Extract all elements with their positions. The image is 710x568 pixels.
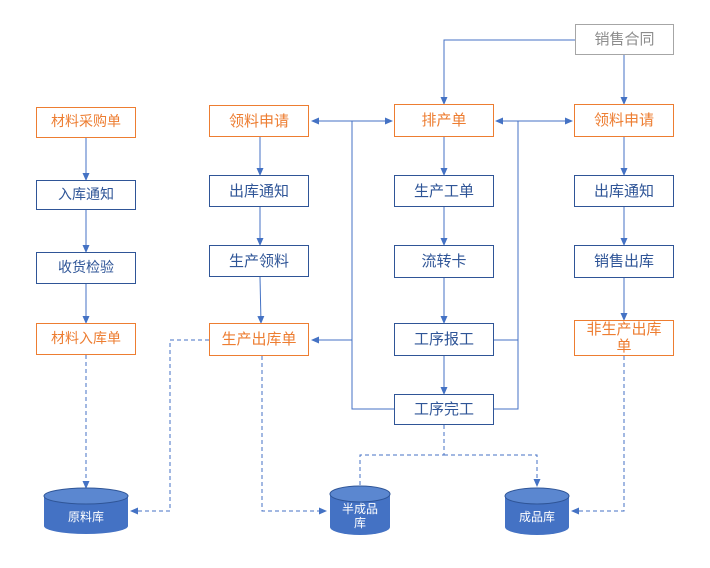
- node-production-schedule: 排产单: [394, 104, 494, 137]
- dashed-non-production-to-finished: [571, 356, 625, 515]
- connector-complete-to-loop-right: [494, 340, 519, 410]
- database-finished-icon: [504, 487, 570, 535]
- database-raw-material-icon: [43, 487, 129, 534]
- node-production-outbound: 生产出库单: [209, 323, 309, 356]
- dashed-production-outbound-to-semi: [261, 356, 327, 515]
- node-production-picking: 生产领料: [209, 245, 309, 277]
- connector-report-to-loop-right: [494, 121, 519, 341]
- node-process-report: 工序报工: [394, 323, 494, 356]
- node-transfer-card: 流转卡: [394, 245, 494, 278]
- node-sales-outbound: 销售出库: [574, 245, 674, 278]
- dashed-complete-split: [359, 425, 445, 485]
- node-receiving-inspection: 收货检验: [36, 252, 136, 284]
- node-outbound-notice-left: 出库通知: [209, 175, 309, 207]
- node-sales-contract: 销售合同: [575, 24, 674, 55]
- node-process-complete: 工序完工: [394, 394, 494, 425]
- dashed-complete-to-finished: [444, 454, 541, 487]
- label-raw-material: 原料库: [67, 510, 104, 524]
- arrow-picking-to-production-outbound: [257, 276, 265, 324]
- node-material-purchase: 材料采购单: [36, 107, 136, 138]
- node-inbound-notice: 入库通知: [36, 180, 136, 210]
- node-outbound-notice-right: 出库通知: [574, 175, 674, 207]
- arrow-contract-to-schedule: [440, 39, 575, 105]
- node-requisition-right: 领料申请: [574, 104, 674, 137]
- database-semi-finished-icon: [329, 485, 391, 535]
- label-semi-finished: 半成品库: [341, 502, 378, 530]
- connector-complete-to-loop-left: [351, 121, 394, 410]
- node-work-order: 生产工单: [394, 175, 494, 207]
- node-requisition-left: 领料申请: [209, 105, 309, 137]
- node-non-production-outbound: 非生产出库单: [574, 320, 674, 356]
- node-material-inbound: 材料入库单: [36, 323, 136, 355]
- label-finished: 成品库: [518, 510, 555, 524]
- dashed-production-outbound-to-raw: [130, 339, 209, 515]
